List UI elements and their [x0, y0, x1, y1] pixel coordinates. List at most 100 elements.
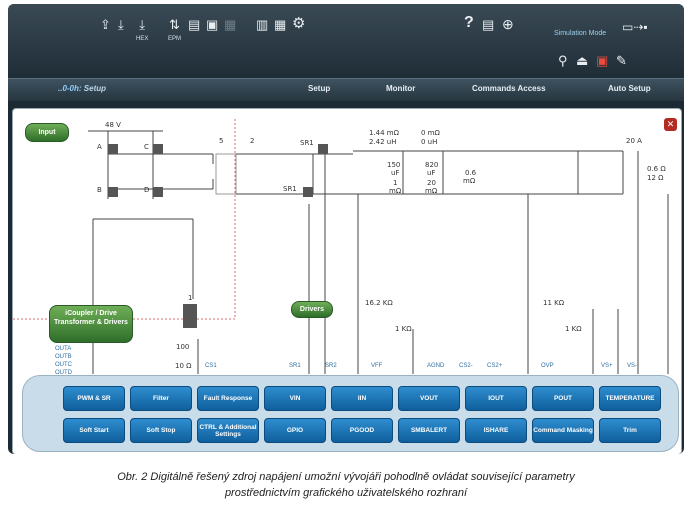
filter-button[interactable]: Filter [130, 386, 192, 411]
table-icon[interactable]: ▦ [274, 17, 287, 32]
port-agnd: AGND [427, 363, 445, 369]
port-vff: VFF [371, 363, 383, 369]
gear-icon[interactable]: ⚙ [292, 15, 306, 32]
r-10-label: 10 Ω [175, 362, 192, 370]
upload-icon[interactable]: ⇪ [100, 17, 111, 32]
sr1-top-label: SR1 [300, 139, 314, 147]
chip-icon[interactable]: ▤ [188, 17, 201, 32]
r-1k-b-label: 1 KΩ [565, 325, 582, 333]
pout-button[interactable]: POUT [532, 386, 594, 411]
download-icon[interactable]: ⤓ [118, 17, 124, 32]
cap1-esr-unit: mΩ [389, 187, 402, 195]
load-current-label: 20 A [626, 137, 642, 145]
cap2-unit: uF [427, 169, 436, 177]
disabled-icon: ▦ [224, 17, 237, 32]
node-2-label: 2 [250, 137, 255, 145]
simulation-mode-label: Simulation Mode [554, 30, 607, 37]
port-vs-minus: VS- [627, 363, 638, 369]
input-button[interactable]: Input [25, 123, 69, 142]
switch-c-label: C [144, 143, 149, 151]
iout-button[interactable]: IOUT [465, 386, 527, 411]
tab-setup[interactable]: Setup [308, 84, 331, 93]
page-title-text: Setup [83, 84, 107, 93]
inductor2-r-label: 0 mΩ [421, 129, 440, 137]
port-sr2: SR2 [325, 363, 337, 369]
out-label-c: OUTC [55, 362, 72, 368]
voltage-label: 48 V [105, 121, 121, 129]
close-icon[interactable]: ✕ [664, 118, 677, 131]
epm-label: EPM [168, 36, 182, 42]
node-1-label: 1 [188, 294, 193, 302]
temperature-button[interactable]: TEMPERATURE [599, 386, 661, 411]
globe-icon[interactable]: ⊕ [502, 16, 514, 32]
iin-button[interactable]: IIN [331, 386, 393, 411]
cap2-esr-unit: mΩ [425, 187, 438, 195]
help-icon[interactable]: ? [464, 14, 474, 31]
page-title-prefix: ..0-0h: [58, 84, 82, 93]
tab-auto-setup[interactable]: Auto Setup [608, 84, 651, 93]
connection-icon[interactable]: ▭⇢▪ [622, 20, 648, 34]
command-masking-button[interactable]: Command Masking [532, 418, 594, 443]
inductor2-l-label: 0 uH [421, 138, 438, 146]
monitor-icon[interactable]: ▣ [206, 17, 219, 32]
vout-button[interactable]: VOUT [398, 386, 460, 411]
load-r2-label: 12 Ω [647, 174, 664, 182]
hex-label: HEX [136, 36, 149, 42]
switch-d-label: D [144, 186, 150, 194]
hardware-icon[interactable]: ⏏ [576, 53, 589, 68]
cap1-unit: uF [391, 169, 400, 177]
gpio-button[interactable]: GPIO [264, 418, 326, 443]
fault-response-button[interactable]: Fault Response [197, 386, 259, 411]
tab-commands-access[interactable]: Commands Access [472, 84, 546, 93]
figure-caption-line1: Obr. 2 Digitálně řešený zdroj napájení u… [117, 471, 575, 483]
figure-caption-line2: prostřednictvím grafického uživatelského… [224, 487, 468, 499]
epm-icon[interactable]: ⇅EPM [168, 18, 181, 46]
grid-icon[interactable]: ▥ [256, 17, 269, 32]
out-label-b: OUTB [55, 354, 72, 360]
ishare-button[interactable]: ISHARE [465, 418, 527, 443]
schematic-wires [13, 119, 669, 374]
tab-monitor[interactable]: Monitor [386, 84, 416, 93]
page-title: ..0-0h: Setup [58, 84, 106, 93]
hex-download-icon[interactable]: ⤓HEX [136, 18, 148, 46]
port-cs2-minus: CS2- [459, 363, 473, 369]
pgood-button[interactable]: PGOOD [331, 418, 393, 443]
port-ovp: OVP [541, 363, 554, 369]
switch-b-label: B [97, 186, 102, 194]
soft-stop-button[interactable]: Soft Stop [130, 418, 192, 443]
smbalert-button[interactable]: SMBALERT [398, 418, 460, 443]
search-icon[interactable]: ⚲ [558, 53, 568, 68]
device-icon[interactable]: ▣ [596, 53, 609, 68]
port-cs1: CS1 [205, 363, 217, 369]
out-label-d: OUTD [55, 370, 72, 376]
pwm-sr-button[interactable]: PWM & SR [63, 386, 125, 411]
cap2-value: 820 [425, 161, 439, 169]
r-1k-a-label: 1 KΩ [395, 325, 412, 333]
soft-start-button[interactable]: Soft Start [63, 418, 125, 443]
ctrl-settings-button[interactable]: CTRL & Additional Settings [197, 418, 259, 443]
out-label-a: OUTA [55, 346, 72, 352]
r-100-label: 100 [176, 343, 190, 351]
r-16k-label: 16.2 KΩ [365, 299, 393, 307]
port-sr1: SR1 [289, 363, 301, 369]
r-11k-label: 11 KΩ [543, 299, 565, 307]
vin-button[interactable]: VIN [264, 386, 326, 411]
sense-r-value: 0.6 [465, 169, 477, 177]
function-panel: PWM & SR Filter Fault Response VIN IIN V… [22, 375, 679, 452]
load-r1-label: 0.6 Ω [647, 165, 666, 173]
cap1-esr: 1 [393, 179, 398, 187]
drivers-button[interactable]: Drivers [291, 301, 333, 318]
icoupler-button[interactable]: iCoupler / Drive Transformer & Drivers [49, 305, 133, 343]
node-5-label: 5 [219, 137, 224, 145]
trim-button[interactable]: Trim [599, 418, 661, 443]
inductor-r-label: 1.44 mΩ [369, 129, 399, 137]
document-icon[interactable]: ▤ [482, 17, 495, 32]
app-window: ⇪ ⤓ ⤓HEX ⇅EPM ▤ ▣ ▦ ▥ ▦ ⚙ ? ▤ ⊕ Simulati… [8, 4, 684, 454]
sr1-bottom-label: SR1 [283, 185, 297, 193]
port-cs2-plus: CS2+ [487, 363, 503, 369]
port-vs-plus: VS+ [601, 363, 613, 369]
cap2-esr: 20 [427, 179, 436, 187]
pen-icon[interactable]: ✎ [616, 53, 627, 68]
inductor-l-label: 2.42 uH [369, 138, 397, 146]
switch-a-label: A [97, 143, 102, 151]
